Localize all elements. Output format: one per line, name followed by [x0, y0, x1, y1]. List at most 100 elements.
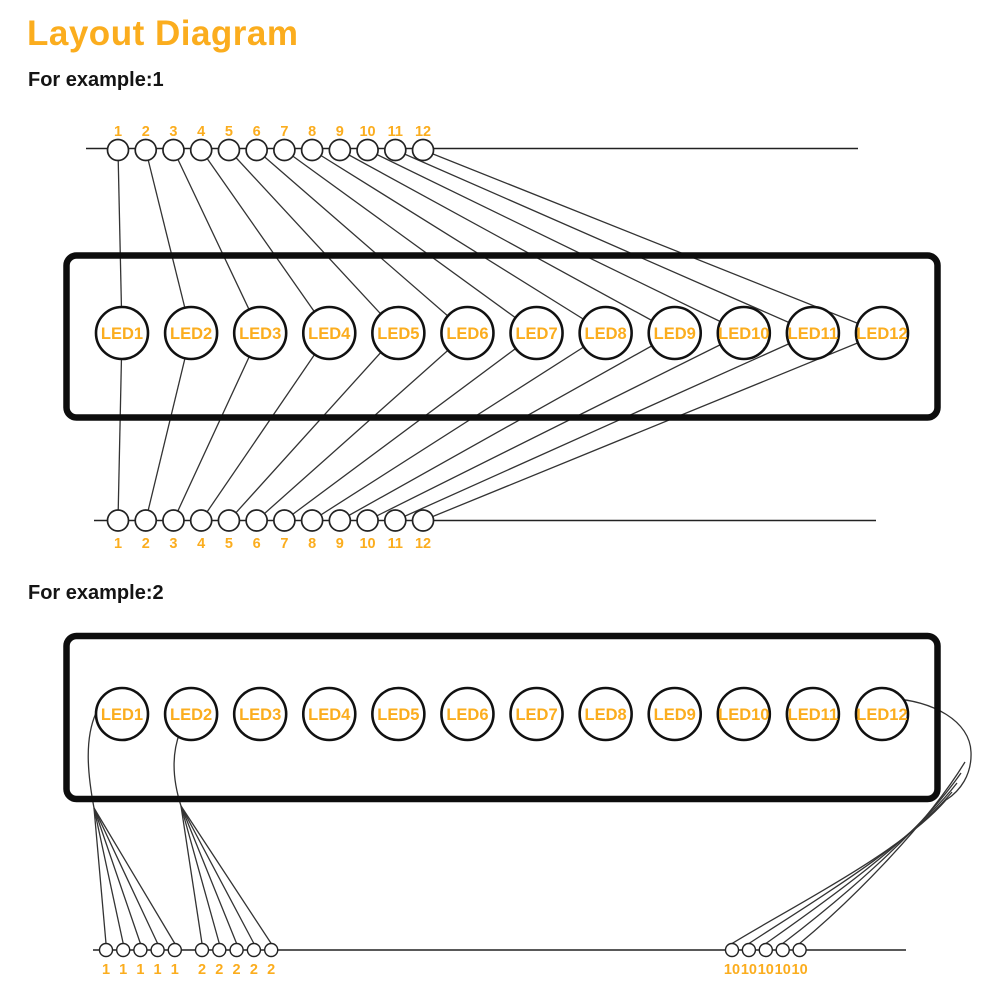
- top-terminal-circle: [273, 138, 296, 162]
- led-circle: [440, 305, 495, 361]
- bottom-pin-number: 7: [280, 536, 288, 552]
- led-circle: [716, 305, 772, 361]
- led-circle: [371, 686, 426, 742]
- pin-number-label: 2: [198, 962, 206, 978]
- led2-lead-wire-path: [173, 731, 182, 807]
- bottom-pin-number: 8: [308, 536, 316, 552]
- top-pin-number: 12: [415, 124, 431, 140]
- led-label: LED8: [585, 325, 627, 343]
- fan-wire-path: [782, 772, 962, 945]
- top-terminal-circle: [356, 138, 379, 162]
- top-pin-number: 3: [169, 124, 177, 140]
- page-title: Layout Diagram: [27, 14, 299, 53]
- pin-number-label: 10: [724, 962, 740, 978]
- led1-lead-wire-path: [87, 712, 97, 809]
- led12-lead-wire-path: [884, 697, 972, 801]
- led-strip-outline: [63, 632, 941, 803]
- top-pin-number: 10: [359, 124, 375, 140]
- top-terminal-circle: [134, 138, 158, 162]
- led-label: LED9: [654, 706, 696, 724]
- top-wire-line: [172, 149, 261, 334]
- top-terminal-circle: [162, 138, 185, 162]
- led-label: LED3: [239, 325, 281, 343]
- led-circle: [301, 686, 357, 742]
- led-circle: [647, 686, 703, 742]
- top-terminal-circle: [383, 138, 407, 162]
- top-pin-number: 9: [336, 124, 344, 140]
- led-circle: [578, 686, 633, 742]
- top-pin-number: 11: [388, 124, 403, 140]
- led-circle: [301, 305, 357, 361]
- bottom-pin-number: 5: [225, 536, 233, 552]
- top-terminal-circle: [300, 138, 324, 162]
- bottom-terminal-circle: [356, 509, 379, 532]
- pin-circle: [741, 942, 757, 958]
- bottom-pin-number: 3: [169, 536, 177, 552]
- top-wire-line: [283, 149, 537, 334]
- led-circle: [854, 305, 910, 361]
- bottom-terminal-circle: [189, 509, 213, 532]
- pin-number-label: 10: [758, 962, 774, 978]
- pin-circle: [98, 942, 114, 958]
- led-label: LED11: [788, 706, 838, 724]
- pin-number-label: 2: [267, 962, 275, 978]
- bottom-pin-number: 10: [359, 536, 375, 552]
- bottom-wire-line: [256, 332, 468, 521]
- top-pin-number: 4: [197, 124, 205, 140]
- pin-circle: [775, 942, 790, 958]
- pin-circle: [150, 942, 165, 958]
- bottom-terminal-circle: [328, 509, 352, 532]
- pin-circle: [194, 942, 210, 958]
- bottom-terminal-circle: [300, 509, 324, 532]
- led-circle: [232, 305, 288, 361]
- led-label: LED10: [718, 325, 769, 343]
- led-circle: [440, 686, 495, 742]
- pin-circle: [724, 942, 740, 958]
- fan-wire-line: [180, 805, 238, 944]
- led-circle: [716, 686, 772, 742]
- top-wire-line: [367, 149, 745, 334]
- led-label: LED1: [101, 325, 143, 343]
- pin-circle: [229, 942, 244, 958]
- fan-wire-path: [765, 782, 958, 945]
- bottom-wire-line: [395, 332, 814, 522]
- led-label: LED3: [239, 706, 281, 724]
- led-label: LED2: [170, 706, 212, 724]
- bottom-pin-number: 1: [114, 536, 122, 552]
- led-label: LED9: [654, 325, 696, 343]
- bottom-terminal-circle: [106, 509, 130, 532]
- pin-number-label: 1: [154, 962, 162, 978]
- fan-wire-line: [93, 807, 176, 944]
- top-pin-number: 8: [308, 124, 316, 140]
- top-wire-line: [256, 149, 468, 334]
- top-terminal-circle: [411, 138, 435, 162]
- pin-number-label: 10: [792, 962, 808, 978]
- bottom-wire-line: [172, 332, 261, 521]
- bottom-terminal-circle: [245, 509, 268, 532]
- bottom-terminal-circle: [411, 509, 435, 532]
- led-circle: [854, 686, 910, 742]
- bottom-terminal-circle: [273, 509, 296, 532]
- led-label: LED4: [308, 706, 351, 724]
- led-label: LED11: [788, 325, 838, 343]
- top-wire-line: [228, 149, 399, 334]
- bottom-pin-number: 4: [197, 536, 205, 552]
- pin-number-label: 1: [102, 962, 110, 978]
- top-wire-line: [117, 149, 123, 334]
- top-wire-line: [200, 149, 330, 334]
- example1-label: For example:1: [28, 69, 164, 91]
- top-pin-number: 7: [280, 124, 288, 140]
- pin-circle: [758, 942, 773, 958]
- led-circle: [163, 305, 219, 361]
- led-label: LED12: [856, 325, 907, 343]
- led-label: LED6: [446, 706, 488, 724]
- led-circle: [163, 686, 219, 742]
- fan-wire-line: [180, 805, 203, 944]
- bottom-wire-line: [117, 332, 123, 521]
- led-strip-outline: [63, 252, 941, 421]
- led-label: LED12: [856, 706, 907, 724]
- top-pin-number: 2: [142, 124, 150, 140]
- led-label: LED6: [446, 325, 488, 343]
- bottom-pin-number: 12: [415, 536, 431, 552]
